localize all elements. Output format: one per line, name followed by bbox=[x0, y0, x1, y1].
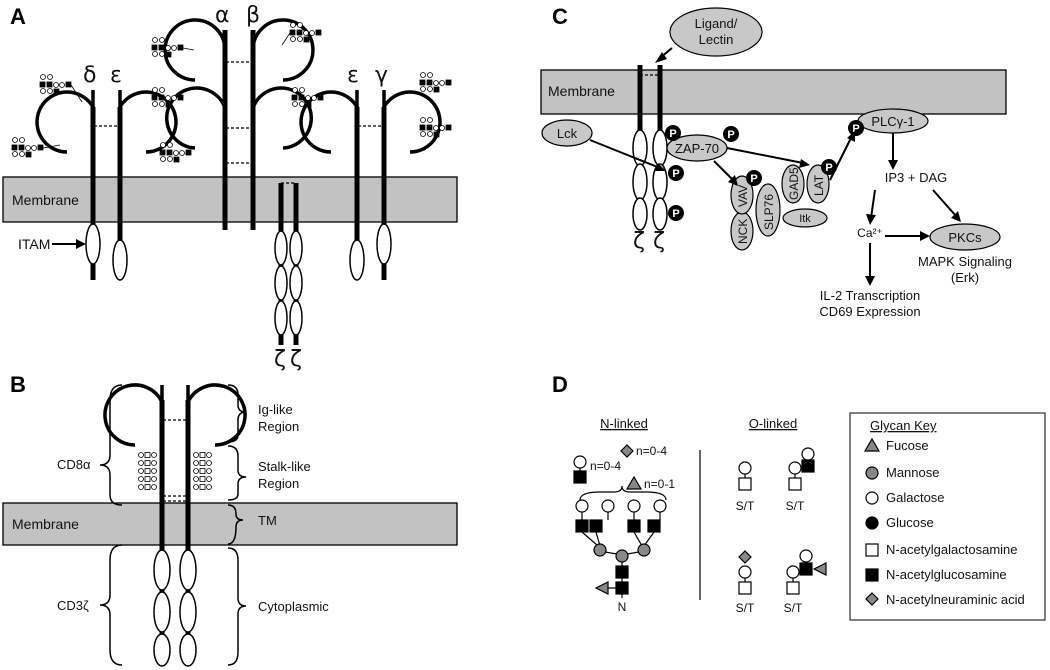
label-gamma: γ bbox=[375, 63, 388, 88]
tm-label: TM bbox=[258, 513, 277, 528]
glycan-key-box bbox=[849, 412, 1046, 621]
signaling-arrows bbox=[589, 131, 961, 286]
ip3-dag-label: IP3 + DAG bbox=[885, 170, 948, 185]
panel-b-membrane bbox=[2, 502, 458, 546]
ligand-label-2: Lectin bbox=[699, 32, 734, 47]
panel-c-membrane bbox=[540, 69, 1007, 115]
p-label: P bbox=[672, 208, 679, 220]
ig-like-label-1: Ig-like bbox=[258, 402, 293, 417]
slp76-label: SLP76 bbox=[762, 194, 776, 230]
n-0-4-label-a: n=0-4 bbox=[636, 444, 667, 458]
o-glycans bbox=[738, 447, 827, 595]
ligand-lectin-oval bbox=[669, 7, 763, 57]
lat-label: LAT bbox=[812, 174, 826, 196]
panel-b-letter: B bbox=[10, 372, 26, 397]
panel-b-membrane-label: Membrane bbox=[12, 516, 79, 532]
itam-arrowhead bbox=[76, 239, 86, 249]
vav-label: VAV bbox=[736, 185, 750, 207]
key-fucose: Fucose bbox=[886, 438, 929, 453]
mapk-label-1: MAPK Signaling bbox=[918, 254, 1012, 269]
cd8a-ig-domain-left bbox=[103, 383, 164, 447]
key-glucose: Glucose bbox=[886, 515, 934, 530]
panel-c-zeta-chains bbox=[632, 65, 668, 231]
mapk-label-2: (Erk) bbox=[951, 270, 979, 285]
st-label: S/T bbox=[736, 601, 755, 615]
pkcs-node bbox=[929, 223, 1001, 251]
plc-label: PLCγ-1 bbox=[871, 114, 914, 129]
n-glycan bbox=[573, 444, 667, 598]
p-label: P bbox=[672, 168, 679, 180]
lck-node bbox=[541, 119, 593, 147]
key-neu5ac: N-acetylneuraminic acid bbox=[886, 592, 1025, 607]
phospho-sites: P P P P P P P bbox=[665, 120, 864, 221]
key-galactose: Galactose bbox=[886, 490, 945, 505]
glycan-key-title: Glycan Key bbox=[870, 418, 937, 433]
signalosome bbox=[730, 164, 830, 251]
cd69-label: CD69 Expression bbox=[819, 304, 920, 319]
cd3-gamma-chain bbox=[376, 90, 442, 280]
panel-b-braces bbox=[99, 384, 247, 666]
n-0-1-label: n=0-1 bbox=[644, 477, 675, 491]
p-label: P bbox=[750, 173, 757, 185]
stalk-o-glycans bbox=[138, 452, 212, 490]
key-mannose: Mannose bbox=[886, 465, 939, 480]
label-delta: δ bbox=[83, 63, 96, 88]
cd8a-ig-domain-right bbox=[186, 383, 247, 447]
pkcs-label: PKCs bbox=[948, 230, 982, 245]
label-zeta-c1: ζ bbox=[633, 229, 645, 254]
label-zeta-a2: ζ bbox=[290, 347, 302, 372]
panel-c: C Membrane Ligand/ Lectin ζ ζ Lck ZAP-70 bbox=[540, 4, 1012, 319]
gad5-label: GAD5 bbox=[787, 167, 801, 200]
n-0-4-label-b: n=0-4 bbox=[590, 459, 621, 473]
p-label: P bbox=[727, 129, 734, 141]
nck-label: NCK bbox=[736, 219, 750, 244]
cytoplasmic-label: Cytoplasmic bbox=[258, 599, 329, 614]
cd3z-itams bbox=[153, 549, 197, 667]
panel-a-membrane-label: Membrane bbox=[12, 192, 79, 208]
panel-a-glycans bbox=[11, 22, 452, 163]
panel-c-letter: C bbox=[552, 4, 568, 29]
zap70-label: ZAP-70 bbox=[675, 141, 719, 156]
label-beta: β bbox=[246, 3, 260, 28]
o-linked-heading: O-linked bbox=[749, 416, 797, 431]
cd8a-label: CD8α bbox=[57, 457, 91, 472]
itam-label: ITAM bbox=[18, 236, 50, 252]
itk-label: Itk bbox=[799, 213, 811, 225]
panel-b: B Membrane CD8α bbox=[2, 372, 458, 667]
ligand-label-1: Ligand/ bbox=[695, 16, 738, 31]
st-label: S/T bbox=[736, 499, 755, 513]
label-epsilon-left: ε bbox=[110, 63, 122, 88]
stalk-like-label-2: Region bbox=[258, 476, 299, 491]
st-label: S/T bbox=[784, 601, 803, 615]
label-alpha: α bbox=[215, 3, 230, 28]
cd3-delta-chain bbox=[35, 90, 101, 280]
n-linked-heading: N-linked bbox=[600, 416, 648, 431]
key-glcnac: N-acetylglucosamine bbox=[886, 567, 1007, 582]
asn-label: N bbox=[618, 600, 627, 614]
p-label: P bbox=[669, 128, 676, 140]
panel-a-letter: A bbox=[10, 4, 26, 29]
key-galnac: N-acetylgalactosamine bbox=[886, 542, 1018, 557]
tcr-beta-chain bbox=[250, 18, 315, 230]
p-label: P bbox=[852, 123, 859, 135]
cd3-zeta-chains bbox=[274, 182, 303, 345]
panel-d: D N-linked O-linked n=0-4 n=0- bbox=[552, 372, 1046, 621]
cd3z-label: CD3ζ bbox=[57, 598, 89, 613]
lck-label: Lck bbox=[557, 126, 578, 141]
label-zeta-c2: ζ bbox=[653, 229, 665, 254]
panel-a-membrane bbox=[2, 176, 458, 223]
panel-a: A Membrane ITAM bbox=[2, 3, 458, 372]
label-zeta-a1: ζ bbox=[274, 347, 286, 372]
st-label: S/T bbox=[786, 499, 805, 513]
glycan-key-symbols bbox=[863, 437, 881, 606]
panel-c-membrane-label: Membrane bbox=[548, 83, 615, 99]
ca-label: Ca²⁺ bbox=[857, 226, 883, 240]
p-label: P bbox=[825, 162, 832, 174]
stalk-like-label-1: Stalk-like bbox=[258, 459, 311, 474]
ig-like-label-2: Region bbox=[258, 419, 299, 434]
panel-d-letter: D bbox=[552, 372, 568, 397]
il2-label: IL-2 Transcription bbox=[820, 288, 920, 303]
label-epsilon-right: ε bbox=[347, 63, 359, 88]
